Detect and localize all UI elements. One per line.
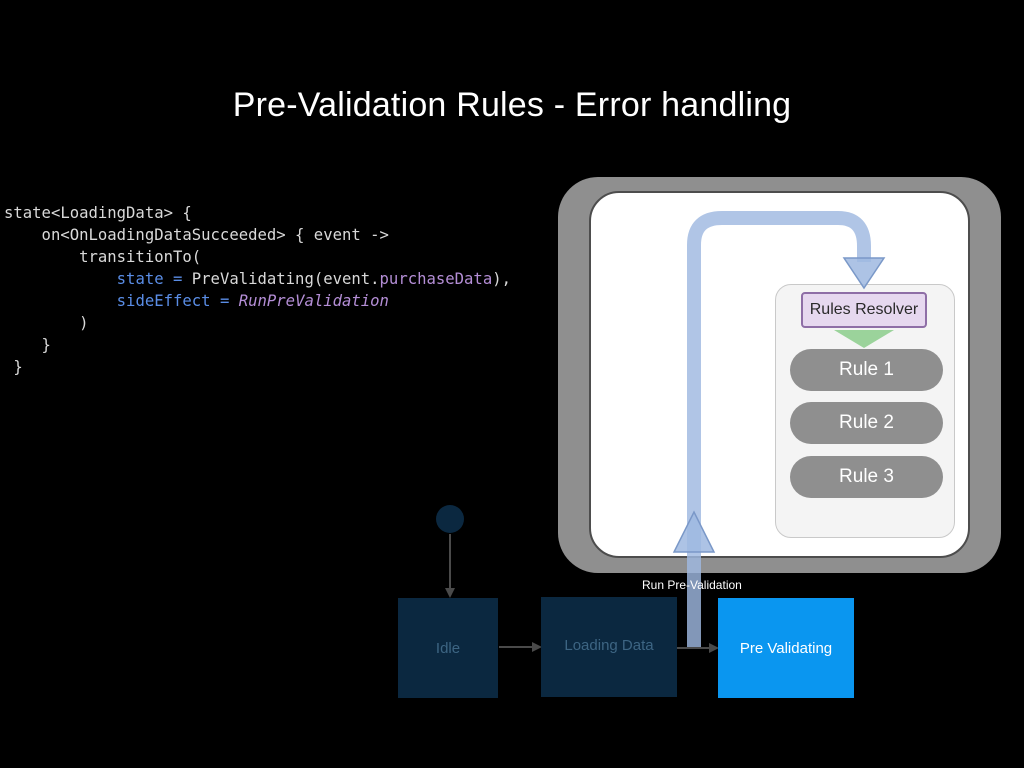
loading-to-prevalidating-arrowhead-icon [709,643,719,653]
transition-label: Run Pre-Validation [642,578,742,592]
code-line-7: } [4,336,51,354]
code-line-6: ) [4,314,89,332]
rule-2: Rule 2 [790,402,943,444]
code-state-keyword: state = [116,270,183,288]
rule-3: Rule 3 [790,456,943,498]
code-line-8: } [4,358,23,376]
code-line-2: on<OnLoadingDataSucceeded> { event -> [4,226,389,244]
slide-title: Pre-Validation Rules - Error handling [232,86,792,124]
code-run-prevalidation: RunPreValidation [238,292,389,310]
code-line-3: transitionTo( [4,248,202,266]
code-line-4-end: ), [492,270,511,288]
code-line-1: state<LoadingData> { [4,204,192,222]
initial-state-dot [436,505,464,533]
flow-arrowhead-up-icon [672,510,716,553]
idle-to-loading-arrowhead-icon [532,642,542,652]
state-pre-validating: Pre Validating [718,598,854,698]
code-purchase-data: purchaseData [379,270,493,288]
code-prevalidating-call: PreValidating(event. [182,270,380,288]
state-idle: Idle [398,598,498,698]
code-side-effect-keyword: sideEffect = [116,292,230,310]
rule-1: Rule 1 [790,349,943,391]
flow-arrowhead-down-icon [842,257,886,290]
code-snippet: state<LoadingData> { on<OnLoadingDataSuc… [4,202,511,378]
state-loading-data: Loading Data [541,597,677,697]
resolver-down-arrow [834,330,894,348]
state-loading-data-label: Loading Data [564,636,654,654]
run-prevalidation-flow-path [687,211,871,648]
initial-arrowhead-icon [445,588,455,598]
rules-resolver: Rules Resolver [801,292,927,328]
